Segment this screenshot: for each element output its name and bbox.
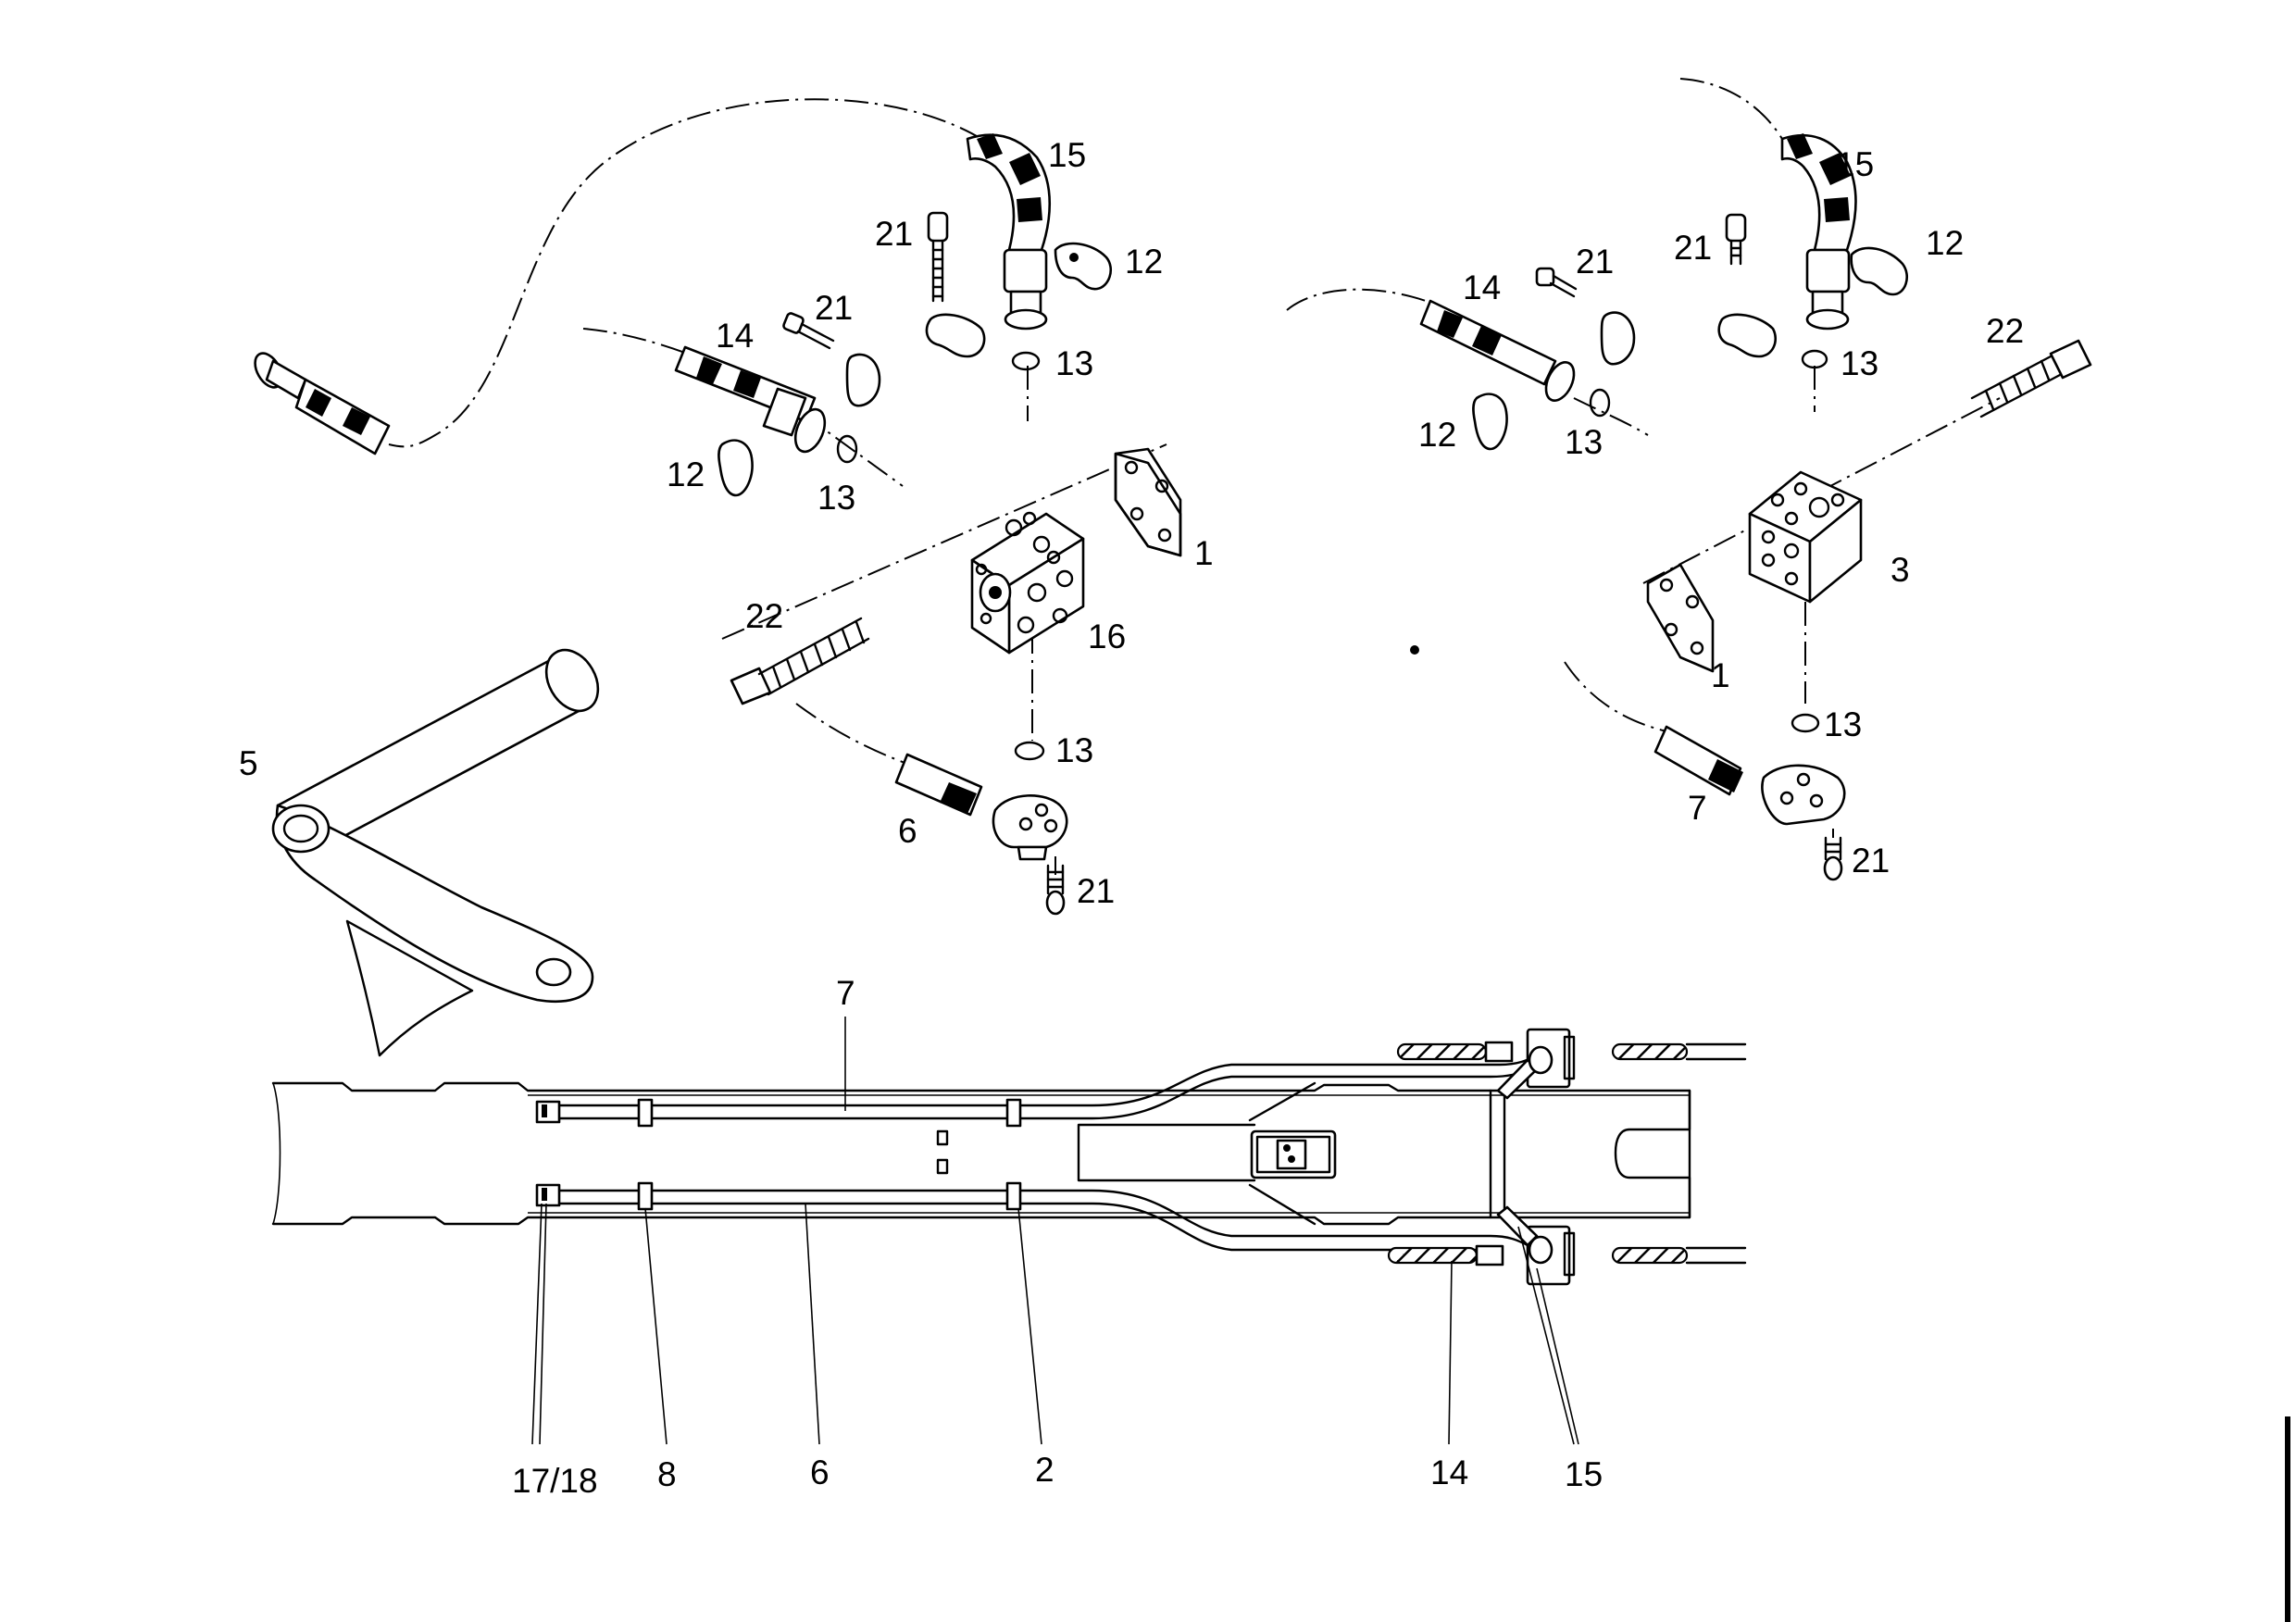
clamp-half-12-lower-14-right xyxy=(1472,393,1508,451)
label-15-top-left: 15 xyxy=(1048,136,1086,174)
hose-14-centerline-right xyxy=(1286,288,1427,311)
label-21-mid-right: 21 xyxy=(1576,243,1614,281)
o-ring-13-top-right xyxy=(1801,349,1828,369)
bolt-21-bottom-left xyxy=(1045,856,1066,916)
label-6-boom: 6 xyxy=(810,1454,830,1491)
clamp-half-12-right-right xyxy=(1850,246,1908,296)
label-22-left: 22 xyxy=(745,597,783,635)
clip-8-lower xyxy=(637,1181,654,1211)
label-12-lower-right: 12 xyxy=(1418,416,1456,454)
hose-coupling-left-end xyxy=(254,352,391,455)
label-13-lower-right: 13 xyxy=(1824,705,1862,743)
fitting-15-upper xyxy=(1496,1028,1576,1100)
hose-fitting-14-right xyxy=(1419,299,1576,402)
hose-fitting-14-left xyxy=(674,345,827,454)
label-15-boom: 15 xyxy=(1565,1455,1603,1493)
label-21-top-right: 21 xyxy=(1674,229,1712,267)
clamp-half-12-upper-14-left xyxy=(845,353,881,407)
label-14-left: 14 xyxy=(716,317,754,355)
label-12-top-left: 12 xyxy=(1125,243,1163,281)
clip-2-lower xyxy=(1005,1181,1022,1211)
hose-15-centerline-right xyxy=(1679,78,1783,140)
hose-fitting-15-right xyxy=(1780,133,1857,331)
clamp-half-12-right-left xyxy=(1054,242,1112,291)
label-16: 16 xyxy=(1088,618,1126,655)
hose-7-routing xyxy=(554,1054,1539,1107)
clamp-half-12-center-left xyxy=(925,313,986,358)
o-ring-13-mid-left xyxy=(836,434,858,464)
right-assembly: 15 21 12 21 14 13 22 12 13 3 1 13 7 21 xyxy=(1286,78,2092,881)
label-1-left: 1 xyxy=(1194,534,1214,572)
label-14-boom: 14 xyxy=(1430,1454,1468,1491)
label-15-top-right: 15 xyxy=(1836,145,1874,183)
label-21-top-left: 21 xyxy=(875,215,913,253)
label-12-lower-left: 12 xyxy=(667,455,705,493)
bolt-21-top-right xyxy=(1725,213,1747,266)
hose-6-routing xyxy=(554,1189,1529,1247)
label-13-top-right: 13 xyxy=(1841,344,1878,382)
clamp-half-12-upper-14-right xyxy=(1600,311,1636,366)
label-14-right: 14 xyxy=(1463,268,1501,306)
left-assembly: 15 21 12 13 21 14 12 13 1 22 16 5 13 6 2… xyxy=(239,98,1214,1057)
connector-17-18-lower xyxy=(535,1183,561,1207)
label-22-right: 22 xyxy=(1986,312,2024,350)
label-21-bottom-right: 21 xyxy=(1852,842,1890,880)
bolt-21-top-left xyxy=(927,211,949,303)
dot-marker xyxy=(1410,645,1419,655)
fitting-15-lower xyxy=(1496,1205,1576,1286)
label-13-top-left: 13 xyxy=(1055,344,1093,382)
long-bolt-22-right xyxy=(1970,339,2092,418)
label-12-top-right: 12 xyxy=(1926,224,1964,262)
clamp-half-12-center-right xyxy=(1717,313,1778,358)
o-ring-13-mid-right xyxy=(1589,388,1611,418)
clip-2-upper xyxy=(1005,1098,1022,1128)
label-7-right: 7 xyxy=(1688,789,1707,827)
label-21-bottom-left: 21 xyxy=(1077,872,1115,910)
hose-fitting-15-left xyxy=(966,133,1051,331)
clamp-half-12-lower-14-left xyxy=(718,439,754,497)
label-21-mid-left: 21 xyxy=(815,289,853,327)
o-ring-13-lower-right xyxy=(1791,713,1820,733)
gasket-plate-1-right xyxy=(1646,563,1715,673)
boom-outline xyxy=(271,1081,1691,1226)
hose-15-centerline-left xyxy=(388,98,982,448)
valve-block-3 xyxy=(1748,470,1863,604)
bolt-21-mid-left xyxy=(782,312,835,350)
connector-17-18-upper xyxy=(535,1100,561,1124)
label-1-right: 1 xyxy=(1711,656,1730,694)
bracket-arm-5 xyxy=(271,648,600,1057)
hose-7-centerline-right xyxy=(1564,661,1667,732)
o-ring-13-top-left xyxy=(1011,351,1041,371)
long-bolt-22-left xyxy=(730,617,870,705)
hose-flange-7-right xyxy=(1653,725,1846,826)
clip-8-upper xyxy=(637,1098,654,1128)
label-8: 8 xyxy=(657,1455,677,1493)
label-7-boom: 7 xyxy=(836,974,855,1012)
hose-14-upper-right xyxy=(1396,1041,1747,1063)
o-ring-13-lower-left xyxy=(1014,741,1045,761)
hose-6-centerline-left xyxy=(795,703,908,765)
valve-block-16 xyxy=(970,511,1085,655)
label-2: 2 xyxy=(1035,1451,1054,1489)
hose-14-lower-right xyxy=(1387,1244,1747,1266)
label-17-18: 17/18 xyxy=(512,1462,598,1500)
gasket-plate-1-left xyxy=(1114,447,1182,557)
boom-assembly: 7 17/18 8 6 2 14 15 xyxy=(271,974,1747,1500)
edge-mark xyxy=(2285,1416,2290,1622)
label-13-lower-left: 13 xyxy=(1055,731,1093,769)
label-6-left: 6 xyxy=(898,812,917,850)
bolt-21-bottom-right xyxy=(1823,829,1843,881)
axis-22-block-left xyxy=(721,443,1167,640)
hose-13-centerline-right xyxy=(1573,397,1649,436)
label-5: 5 xyxy=(239,744,258,782)
label-13-mid-left: 13 xyxy=(817,479,855,517)
hose-flange-6 xyxy=(894,753,1068,861)
label-3: 3 xyxy=(1890,551,1910,589)
bolt-21-mid-right xyxy=(1535,267,1578,298)
label-13-mid-right: 13 xyxy=(1565,423,1603,461)
